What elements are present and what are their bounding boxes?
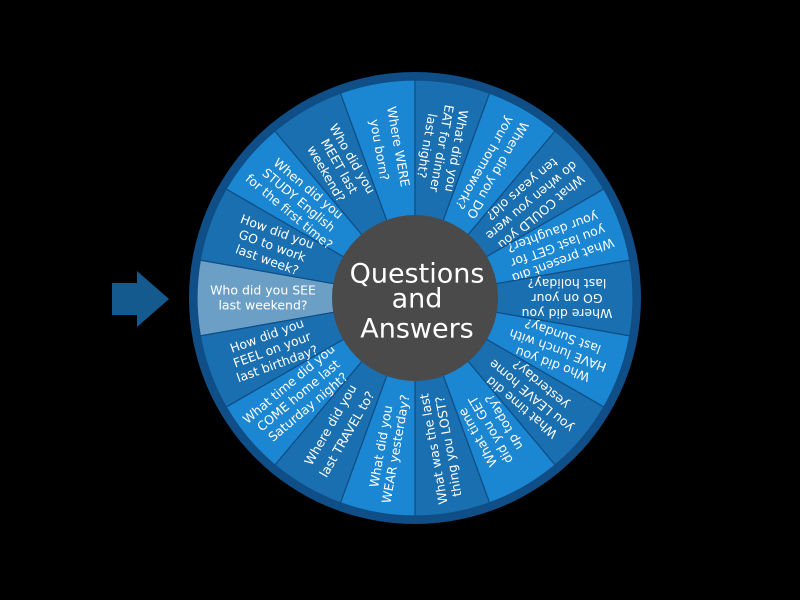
wheel-segment-label-line: Where did you [522, 307, 613, 322]
hub-title-line-2: and [392, 284, 443, 315]
wheel-segment-label-line: last weekend? [218, 297, 307, 312]
hub-title-line-3: Answers [360, 314, 474, 345]
wheel-hub[interactable] [332, 215, 498, 381]
hub-title-line-1: Questions [350, 259, 485, 290]
pointer-arrow-shape [112, 271, 169, 327]
wheel-segment-label-line: GO on your [531, 292, 603, 307]
wheel-segment-label-line: Who did you SEE [210, 282, 316, 297]
wheel-segment-label-9: Where did youGO on yourlast holiday? [522, 277, 613, 322]
wheel-segment-label-line: last holiday? [528, 277, 607, 292]
